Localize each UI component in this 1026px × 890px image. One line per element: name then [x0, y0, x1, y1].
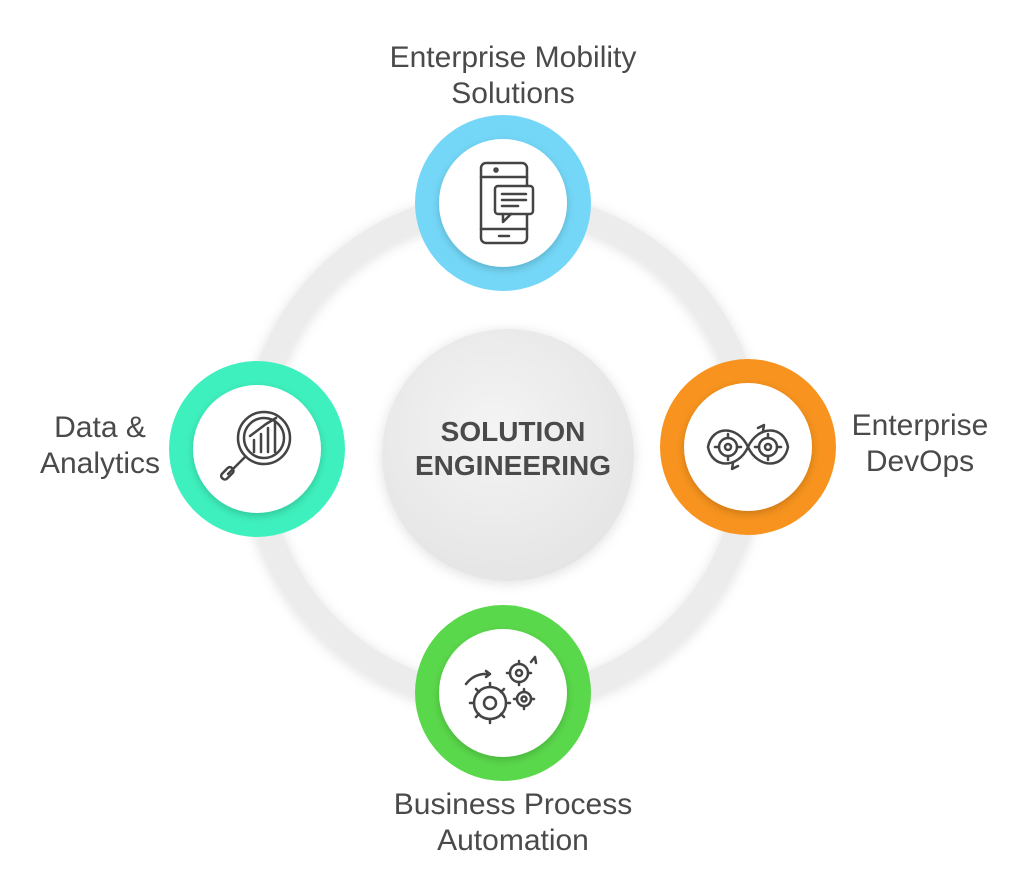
label-right-line1: Enterprise: [851, 409, 989, 442]
label-enterprise-mobility: Enterprise Mobility Solutions: [313, 40, 713, 112]
label-top-line1: Enterprise Mobility: [389, 41, 637, 74]
label-business-process: Business Process Automation: [313, 787, 713, 859]
label-left-line2: Analytics: [39, 447, 161, 480]
devops-gears-icon: [706, 423, 790, 471]
node-right: [660, 359, 836, 535]
node-left: [169, 361, 345, 537]
node-top: [415, 115, 591, 291]
node-left-inner: [193, 385, 321, 513]
label-data-analytics: Data & Analytics: [20, 410, 180, 482]
label-right-line2: DevOps: [865, 445, 975, 478]
center-title: SOLUTION ENGINEERING: [383, 415, 643, 483]
center-title-line2: ENGINEERING: [414, 450, 612, 481]
mobile-chat-icon: [479, 161, 535, 245]
process-gears-icon: [464, 655, 538, 725]
center-title-line1: SOLUTION: [440, 416, 586, 447]
analytics-magnifier-icon: [219, 410, 292, 481]
label-enterprise-devops: Enterprise DevOps: [830, 408, 1010, 480]
label-top-line2: Solutions: [451, 77, 575, 110]
node-bottom: [415, 605, 591, 781]
center-circle: [382, 329, 634, 581]
label-bottom-line2: Automation: [437, 824, 589, 857]
label-left-line1: Data &: [54, 411, 146, 444]
label-bottom-line1: Business Process: [393, 788, 633, 821]
